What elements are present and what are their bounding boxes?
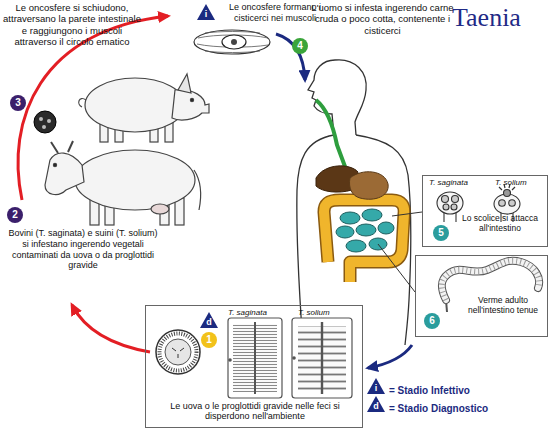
stage-triangle	[200, 312, 218, 328]
proglottid-drawing	[228, 318, 352, 398]
digestive-organs	[324, 200, 404, 282]
digestive-organs	[346, 240, 366, 252]
pig-figure	[79, 74, 209, 142]
proglottid-drawing	[228, 318, 282, 398]
muscle-cyst	[197, 32, 268, 53]
egg-drawing	[156, 330, 200, 374]
digestive-organs	[340, 212, 360, 224]
callout-number: 6	[424, 313, 440, 329]
scolex-drawing	[499, 200, 506, 207]
leader-line	[392, 212, 422, 216]
muscle-cyst	[222, 35, 246, 49]
leader-line	[378, 244, 415, 292]
digestive-organs	[378, 222, 394, 234]
callout-number: 5	[433, 225, 449, 241]
callout-number: 1	[201, 332, 217, 348]
pig-figure	[79, 99, 86, 107]
digestive-organs	[324, 200, 404, 282]
proglottid-drawing	[321, 322, 323, 394]
callout-number: 4	[292, 38, 308, 54]
cow-figure	[51, 141, 73, 153]
egg-drawing	[160, 334, 197, 371]
stage-triangle	[197, 4, 385, 412]
oncosphere	[34, 111, 56, 133]
human-figure	[297, 60, 411, 345]
egg-drawing	[156, 330, 200, 374]
diagram-title: Taenia	[452, 3, 521, 33]
stage-symbol: d	[368, 401, 384, 412]
cow-figure	[45, 141, 201, 225]
egg-drawing	[172, 348, 184, 358]
legend-entry: = Stadio Diagnostico	[389, 398, 488, 416]
oncosphere	[42, 125, 46, 129]
pig-figure	[190, 98, 193, 101]
digestive-organs	[362, 209, 382, 221]
stage-description: Bovini (T. saginata) e suini (T. solium)…	[8, 228, 158, 271]
species-name: T. saginata	[228, 308, 292, 317]
proglottid-drawing	[292, 318, 352, 398]
digestive-organs	[316, 100, 404, 282]
digestive-organs	[336, 226, 354, 238]
cow-figure	[194, 170, 201, 210]
cycle-arrow	[18, 16, 412, 368]
cow-figure	[45, 153, 84, 195]
stage-symbol: i	[368, 383, 384, 394]
legend-text: = Stadio Diagnostico	[389, 403, 488, 414]
cow-figure	[53, 163, 56, 166]
adult-worm	[442, 261, 539, 300]
scolex-drawing	[442, 196, 449, 203]
callout-number: 3	[10, 95, 26, 111]
stage-symbol: d	[201, 317, 217, 328]
species-name: T. solium	[495, 178, 547, 187]
scolex-drawing	[451, 204, 457, 210]
cow-figure	[151, 204, 169, 214]
stage-box: T. saginata T. solium Le uova o le proglot…	[145, 305, 363, 428]
legend-text: = Stadio Infettivo	[389, 385, 470, 396]
scolex-drawing	[509, 200, 516, 207]
stage-description: Le oncosfere si schiudono, attraversano …	[2, 2, 142, 48]
muscle-cyst	[194, 30, 270, 54]
muscle-cyst	[194, 30, 270, 54]
cow-figure	[75, 150, 195, 210]
stage-symbol: i	[198, 9, 214, 20]
pig-figure	[172, 90, 209, 120]
oncosphere	[39, 117, 43, 121]
stage-description: Verme adulto nell'intestino tenue	[460, 296, 546, 316]
species-name: T. saginata	[429, 178, 489, 187]
scolex-drawing	[443, 204, 449, 210]
digestive-organs	[349, 172, 388, 199]
stage-triangle	[367, 396, 385, 412]
scolex-drawing	[504, 190, 511, 197]
oncosphere	[34, 111, 56, 133]
oncosphere	[47, 119, 51, 123]
stage-triangle	[367, 378, 385, 394]
cycle-arrow	[368, 345, 412, 368]
adult-worm	[442, 261, 539, 300]
proglottid-drawing	[292, 356, 296, 360]
cycle-arrow	[72, 305, 150, 352]
scolex-drawing	[437, 192, 463, 214]
stage-description: Lo scolice si attacca all'intestino	[453, 214, 547, 234]
pig-figure	[85, 78, 185, 132]
stage-description: Le uova o le proglottidi gravide nelle f…	[150, 401, 360, 422]
stage-triangle	[197, 4, 215, 20]
scolex-drawing	[452, 196, 459, 203]
legend-entry: = Stadio Infettivo	[389, 380, 470, 398]
adult-worm	[442, 261, 539, 300]
proglottid-drawing	[228, 358, 232, 362]
callout-number: 2	[7, 207, 23, 223]
species-name: T. solium	[298, 308, 360, 317]
muscle-cyst	[231, 39, 237, 45]
digestive-organs	[356, 224, 376, 236]
human-figure	[335, 60, 366, 135]
egg-drawing	[165, 339, 191, 365]
stage-description: L'uomo si infesta ingerendo carne cruda …	[310, 2, 455, 36]
proglottid-drawing	[254, 322, 256, 394]
pig-figure	[178, 74, 191, 93]
